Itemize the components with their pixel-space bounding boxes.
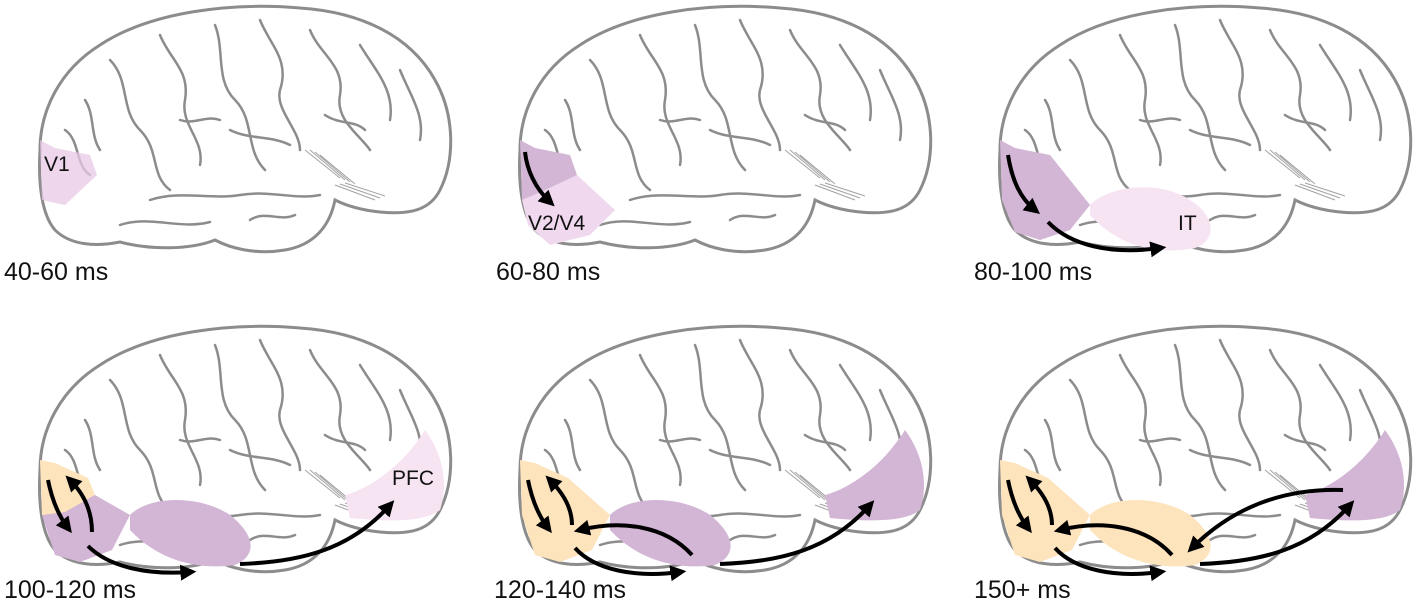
region-v1-v4: [1000, 140, 1090, 240]
panel-40-60ms: V1 40-60 ms: [0, 0, 472, 300]
panel-150plus-ms: 150+ ms: [960, 300, 1417, 604]
flow-arrow: [526, 479, 552, 534]
flow-arrow: [719, 500, 875, 566]
flow-arrow: [545, 475, 574, 526]
time-label: 120-140 ms: [494, 576, 627, 604]
region-pfc: [345, 430, 445, 521]
flow-arrow: [1199, 500, 1355, 566]
flow-arrow: [239, 500, 395, 566]
brain-diagram: [998, 4, 1413, 258]
region-v1: [520, 140, 577, 205]
brain-diagram: [518, 4, 933, 254]
flow-arrow: [1025, 475, 1054, 526]
flow-arrow: [573, 546, 687, 582]
region-pfc: [825, 430, 925, 521]
flow-arrow: [86, 544, 197, 581]
label-v1: V1: [44, 153, 70, 176]
flow-arrow: [1006, 154, 1040, 215]
brain-diagram: [38, 4, 453, 254]
label-it: IT: [1178, 212, 1197, 235]
region-v1-v4: [1000, 460, 1090, 562]
flow-arrow: [1053, 546, 1167, 582]
flow-arrow: [1046, 220, 1167, 258]
label-v2-v4: V2/V4: [528, 212, 586, 235]
time-label: 150+ ms: [974, 576, 1071, 604]
panel-100-120ms: PFC 100-120 ms: [0, 300, 472, 604]
brain-diagram: [38, 324, 453, 581]
region-it: [610, 500, 731, 567]
panel-120-140ms: 120-140 ms: [480, 300, 952, 604]
panel-60-80ms: V2/V4 60-80 ms: [480, 0, 952, 300]
time-label: 40-60 ms: [4, 258, 109, 286]
region-pfc: [1305, 430, 1405, 521]
brain-diagram: [518, 324, 933, 582]
region-v2-v4: [42, 495, 130, 562]
flow-arrow: [573, 519, 694, 557]
time-label: 100-120 ms: [4, 576, 137, 604]
region-it: [1090, 500, 1211, 567]
panel-80-100ms: IT 80-100 ms: [960, 0, 1417, 300]
region-it: [130, 500, 251, 567]
time-label: 80-100 ms: [974, 258, 1093, 286]
brain-diagram: [998, 324, 1413, 582]
time-label: 60-80 ms: [496, 258, 601, 286]
label-pfc: PFC: [392, 467, 434, 490]
flow-arrow: [1006, 479, 1032, 534]
flow-arrow: [65, 475, 94, 533]
flow-arrow: [1187, 487, 1344, 553]
region-v1-v4: [520, 460, 610, 562]
region-it: [1090, 187, 1211, 251]
flow-arrow: [523, 151, 555, 207]
flow-arrow: [1053, 519, 1174, 557]
region-v1: [40, 140, 97, 205]
flow-arrow: [46, 479, 72, 534]
